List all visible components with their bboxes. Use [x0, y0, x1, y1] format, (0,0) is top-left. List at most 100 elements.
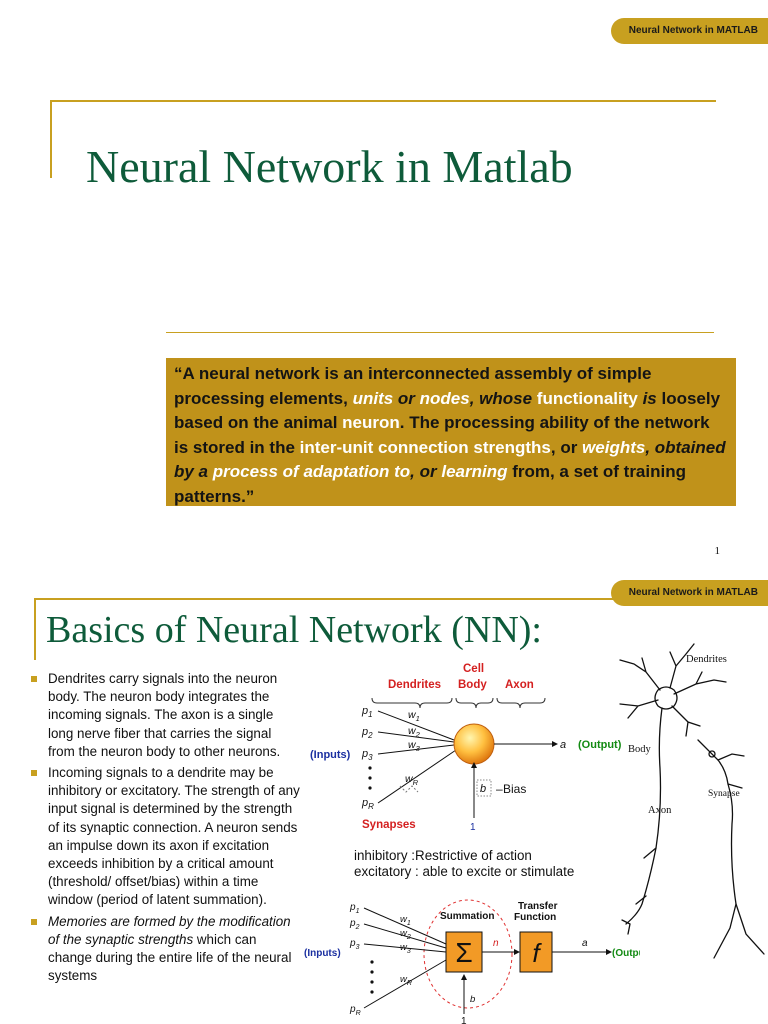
svg-text:p3: p3	[361, 748, 373, 762]
sketch-synapse-label: Synapse	[708, 789, 740, 799]
weight-lines	[377, 710, 457, 804]
ellipsis-dots	[368, 766, 372, 790]
output-a: a	[560, 739, 566, 751]
f-symbol: f	[532, 938, 542, 968]
quote-segment: nodes	[419, 388, 470, 408]
bullet-item: Memories are formed by the modification …	[28, 913, 300, 986]
synapses-label: Synapses	[362, 819, 416, 831]
quote-segment: or	[393, 388, 420, 408]
svg-text:p2: p2	[361, 726, 373, 740]
quote-segment: neuron	[342, 413, 400, 432]
weight-labels: w1 w2 w3 wR	[405, 709, 421, 787]
divider	[166, 332, 714, 333]
inhibitory-note: inhibitory :Restrictive of action	[354, 848, 532, 863]
biological-neuron-sketch: Dendrites Body Axon Synapse	[619, 643, 765, 959]
transfer-label-1: Transfer	[518, 901, 558, 912]
inputs-label: (Inputs)	[304, 948, 341, 959]
svg-text:p2: p2	[349, 918, 360, 931]
bullet-item: Dendrites carry signals into the neuron …	[28, 670, 300, 761]
quote-segment: , obtained by a	[174, 437, 726, 482]
definition-quote: “A neural network is an interconnected a…	[166, 358, 736, 506]
slide-1: Neural Network in MATLAB Neural Network …	[50, 18, 768, 557]
svg-text:w3: w3	[400, 942, 411, 955]
axon-brace	[496, 697, 546, 709]
quote-segment: units	[352, 388, 394, 408]
svg-text:p1: p1	[349, 902, 360, 915]
frame-line-top	[34, 598, 614, 600]
slide-2: Neural Network in MATLAB Basics of Neura…	[0, 578, 768, 1024]
cell-body-brace	[455, 697, 494, 709]
excitatory-note: excitatory : able to excite or stimulate	[354, 864, 575, 879]
bias-b: b	[470, 994, 475, 1005]
quote-segment: weights	[582, 437, 646, 457]
weight-labels: w1 w2 w3 wR	[400, 914, 412, 987]
svg-text:w3: w3	[408, 739, 421, 753]
dendrites-label: Dendrites	[388, 679, 441, 691]
summation-label: Summation	[440, 911, 494, 922]
svg-text:w2: w2	[408, 725, 421, 739]
output-arrow	[552, 741, 558, 747]
sketch-dendrites-label: Dendrites	[686, 654, 727, 665]
quote-segment: “A neural network is an interconnected a…	[174, 364, 652, 408]
summation-block	[445, 931, 483, 973]
svg-text:w1: w1	[408, 709, 420, 723]
header-tag: Neural Network in MATLAB	[610, 18, 768, 44]
bullet-item: Incoming signals to a dendrite may be in…	[28, 764, 300, 910]
quote-segment: loosely based on the animal	[174, 388, 721, 433]
bullet-list: Dendrites carry signals into the neuron …	[28, 670, 300, 988]
quote-segment: . The processing ability of the network …	[174, 413, 710, 457]
transfer-label-2: Function	[514, 912, 556, 923]
input-labels: p1 p2 p3 pR	[349, 902, 361, 1017]
header-tag: Neural Network in MATLAB	[610, 580, 768, 606]
output-label: (Output)	[612, 948, 640, 959]
n-label: n	[493, 938, 499, 949]
quote-segment: , or	[410, 462, 442, 481]
quote-segment: functionality	[536, 388, 638, 408]
svg-text:w2: w2	[400, 928, 411, 941]
slide-title: Neural Network in Matlab	[86, 141, 573, 192]
bias-b: b	[480, 783, 486, 795]
output-label: (Output)	[578, 739, 622, 751]
svg-text:pR: pR	[361, 797, 374, 811]
svg-text:p3: p3	[349, 938, 360, 951]
svg-text:pR: pR	[349, 1004, 361, 1017]
frame-line-left	[50, 100, 52, 178]
neuron-boundary	[423, 899, 513, 1009]
svg-text:wR: wR	[400, 974, 412, 987]
dendrites-brace	[371, 697, 453, 709]
weight-lines	[363, 907, 447, 1009]
summation-transfer-diagram: Summation Transfer Function (Inputs) p1 …	[304, 899, 640, 1024]
frame-line-left	[34, 598, 36, 660]
page-number: 1	[714, 545, 721, 557]
svg-text:–: –	[496, 782, 503, 796]
quote-segment: inter-unit connection strengths	[299, 437, 551, 457]
cell-body-label-1: Cell	[463, 663, 484, 675]
frame-line-top	[50, 100, 716, 102]
a-label: a	[582, 938, 588, 949]
svg-text:w1: w1	[400, 914, 411, 927]
svg-text:wR: wR	[405, 773, 419, 787]
sketch-body-label: Body	[628, 744, 652, 755]
neuron-body	[453, 723, 495, 765]
ellipsis-dots	[370, 960, 374, 994]
inputs-label: (Inputs)	[310, 749, 351, 761]
synapse-marks	[399, 785, 419, 793]
bias-one: 1	[461, 1016, 467, 1024]
cell-body-label-2: Body	[458, 679, 487, 691]
bias-label: Bias	[503, 782, 526, 796]
bias-box	[476, 779, 492, 797]
svg-text:p1: p1	[361, 705, 373, 719]
quote-segment: , or	[550, 437, 583, 457]
quote-segment: process of adaptation to	[212, 462, 411, 481]
sketch-axon-label: Axon	[648, 805, 672, 816]
quote-segment: from, a set of training patterns.”	[174, 462, 686, 506]
bias-arrow	[471, 762, 477, 768]
axon-label: Axon	[505, 679, 534, 691]
quote-segment: learning	[441, 462, 508, 481]
quote-segment: , whose	[469, 388, 537, 408]
sigma-symbol: Σ	[455, 937, 472, 968]
neuron-model-diagram: Dendrites Cell Body Axon (Inputs) p1 p2 …	[310, 663, 622, 833]
slide-title: Basics of Neural Network (NN):	[46, 609, 542, 651]
quote-segment: is	[637, 388, 657, 408]
bias-one: 1	[470, 822, 476, 833]
